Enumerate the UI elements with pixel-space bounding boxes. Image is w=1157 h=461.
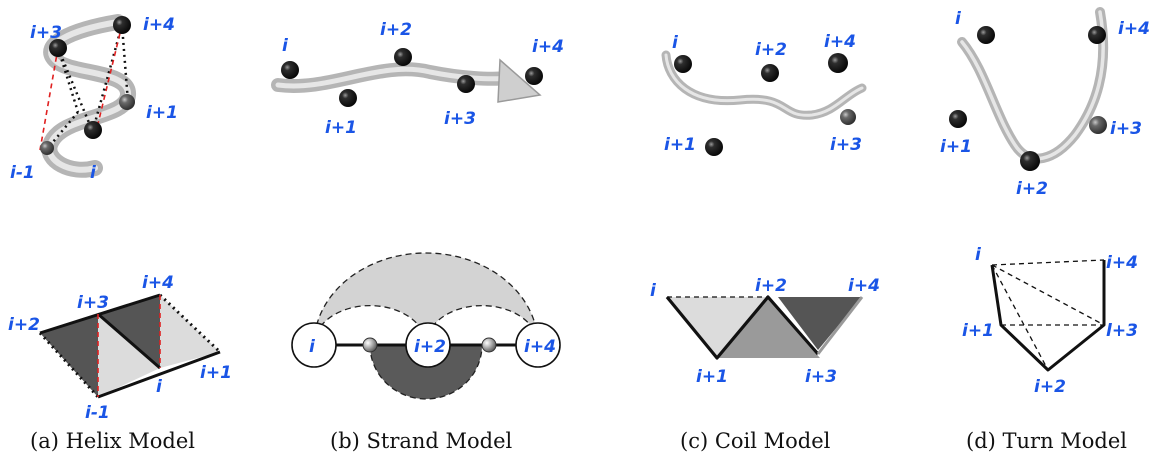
turn-bot-label-l3: l+3 <box>1106 321 1138 341</box>
strand-bot-label-i2: i+2 <box>414 337 446 357</box>
coil-bead-i4 <box>828 53 848 73</box>
strand-node-i3 <box>481 337 497 353</box>
coil-top-label-i1: i+1 <box>664 135 696 155</box>
strand-bottom-diagram: i i+2 i+4 <box>291 252 561 400</box>
turn-bead-i <box>977 26 995 44</box>
helix-bottom-diagram: i+3 i+4 i+2 i+1 i-1 i <box>8 273 232 423</box>
coil-tri-light <box>667 297 768 358</box>
turn-bot-label-i4: i+4 <box>1106 253 1138 273</box>
turn-top-illustration: i i+4 i+1 i+3 i+2 <box>940 7 1150 199</box>
coil-bot-label-i4: i+4 <box>848 276 880 296</box>
strand-top-label-i3: i+3 <box>444 109 476 129</box>
coil-top-label-i2: i+2 <box>755 40 787 60</box>
coil-bead-i2 <box>761 64 779 82</box>
caption-strand: (b) Strand Model <box>330 429 513 453</box>
helix-bot-label-i2: i+2 <box>8 315 40 335</box>
helix-top-label-im1: i-1 <box>10 163 35 183</box>
coil-tri-mid <box>717 297 820 358</box>
caption-turn: (d) Turn Model <box>966 429 1127 453</box>
turn-top-label-i2: i+2 <box>1016 179 1048 199</box>
helix-bead-im1 <box>40 141 54 155</box>
coil-bead-i1 <box>705 138 723 156</box>
helix-top-label-i3: i+3 <box>30 23 62 43</box>
coil-tri-dark <box>778 297 862 350</box>
coil-bot-label-i3: i+3 <box>805 367 837 387</box>
turn-bead-i1 <box>949 110 967 128</box>
strand-circle-i4 <box>515 322 561 368</box>
helix-tri-light-1 <box>98 314 160 397</box>
turn-bead-i2 <box>1020 151 1040 171</box>
helix-bead-i3 <box>49 39 67 57</box>
strand-circle-i2 <box>405 322 451 368</box>
strand-bead-i1 <box>339 89 357 107</box>
helix-top-illustration: i+3 i+4 i+1 i-1 i <box>10 14 178 183</box>
strand-top-label-i4: i+4 <box>532 37 564 57</box>
strand-bead-i4 <box>525 67 543 85</box>
turn-bot-label-i: i <box>975 245 982 265</box>
coil-top-label-i4: i+4 <box>824 32 856 52</box>
strand-node-i1 <box>362 337 378 353</box>
coil-top-label-i: i <box>672 33 679 53</box>
helix-top-label-i1: i+1 <box>146 103 178 123</box>
helix-tri-light-2 <box>160 295 220 368</box>
strand-top-label-i: i <box>282 36 289 56</box>
coil-bottom-diagram: i i+2 i+4 i+1 i+3 <box>650 276 880 387</box>
helix-bot-label-i1: i+1 <box>200 363 232 383</box>
coil-bead-i3 <box>840 109 856 125</box>
strand-bead-i <box>281 61 299 79</box>
caption-helix: (a) Helix Model <box>30 429 195 453</box>
strand-top-illustration: i i+2 i+4 i+1 i+3 <box>271 20 564 138</box>
helix-top-label-i: i <box>90 163 97 183</box>
strand-bot-label-i4: i+4 <box>524 337 556 357</box>
strand-bot-label-i: i <box>309 337 316 357</box>
coil-bot-label-i: i <box>650 281 657 301</box>
turn-bottom-diagram: i i+4 i+1 l+3 i+2 <box>962 245 1138 397</box>
strand-lower-arc <box>369 344 483 400</box>
helix-top-label-i4: i+4 <box>143 15 175 35</box>
strand-bead-i2 <box>394 48 412 66</box>
turn-top-label-i3: i+3 <box>1110 119 1142 139</box>
helix-bead-i4 <box>113 16 131 34</box>
turn-top-label-i1: i+1 <box>940 137 972 157</box>
turn-bot-label-i1: i+1 <box>962 321 994 341</box>
strand-bead-i3 <box>457 75 475 93</box>
coil-top-illustration: i i+2 i+4 i+1 i+3 <box>661 32 867 156</box>
helix-bot-label-im1: i-1 <box>85 403 110 423</box>
helix-bot-label-i4: i+4 <box>142 273 174 293</box>
strand-arrow-head <box>497 58 542 103</box>
turn-bead-i4 <box>1088 26 1106 44</box>
coil-bot-label-i2: i+2 <box>755 276 787 296</box>
helix-tri-dark-2 <box>98 295 160 368</box>
turn-bot-label-i2: i+2 <box>1034 377 1066 397</box>
caption-coil: (c) Coil Model <box>680 429 831 453</box>
coil-bead-i <box>674 55 692 73</box>
coil-bot-label-i1: i+1 <box>696 367 728 387</box>
coil-top-label-i3: i+3 <box>830 135 862 155</box>
helix-tri-dark-1 <box>40 314 98 397</box>
strand-top-label-i1: i+1 <box>325 118 357 138</box>
helix-bot-label-i: i <box>156 377 163 397</box>
strand-top-label-i2: i+2 <box>380 20 412 40</box>
helix-bot-label-i3: i+3 <box>77 293 109 313</box>
helix-bead-i <box>84 121 102 139</box>
turn-top-label-i: i <box>955 9 962 29</box>
turn-bead-i3 <box>1089 116 1107 134</box>
helix-bead-i1 <box>119 94 135 110</box>
turn-top-label-i4: i+4 <box>1118 19 1150 39</box>
strand-circle-i <box>291 322 337 368</box>
